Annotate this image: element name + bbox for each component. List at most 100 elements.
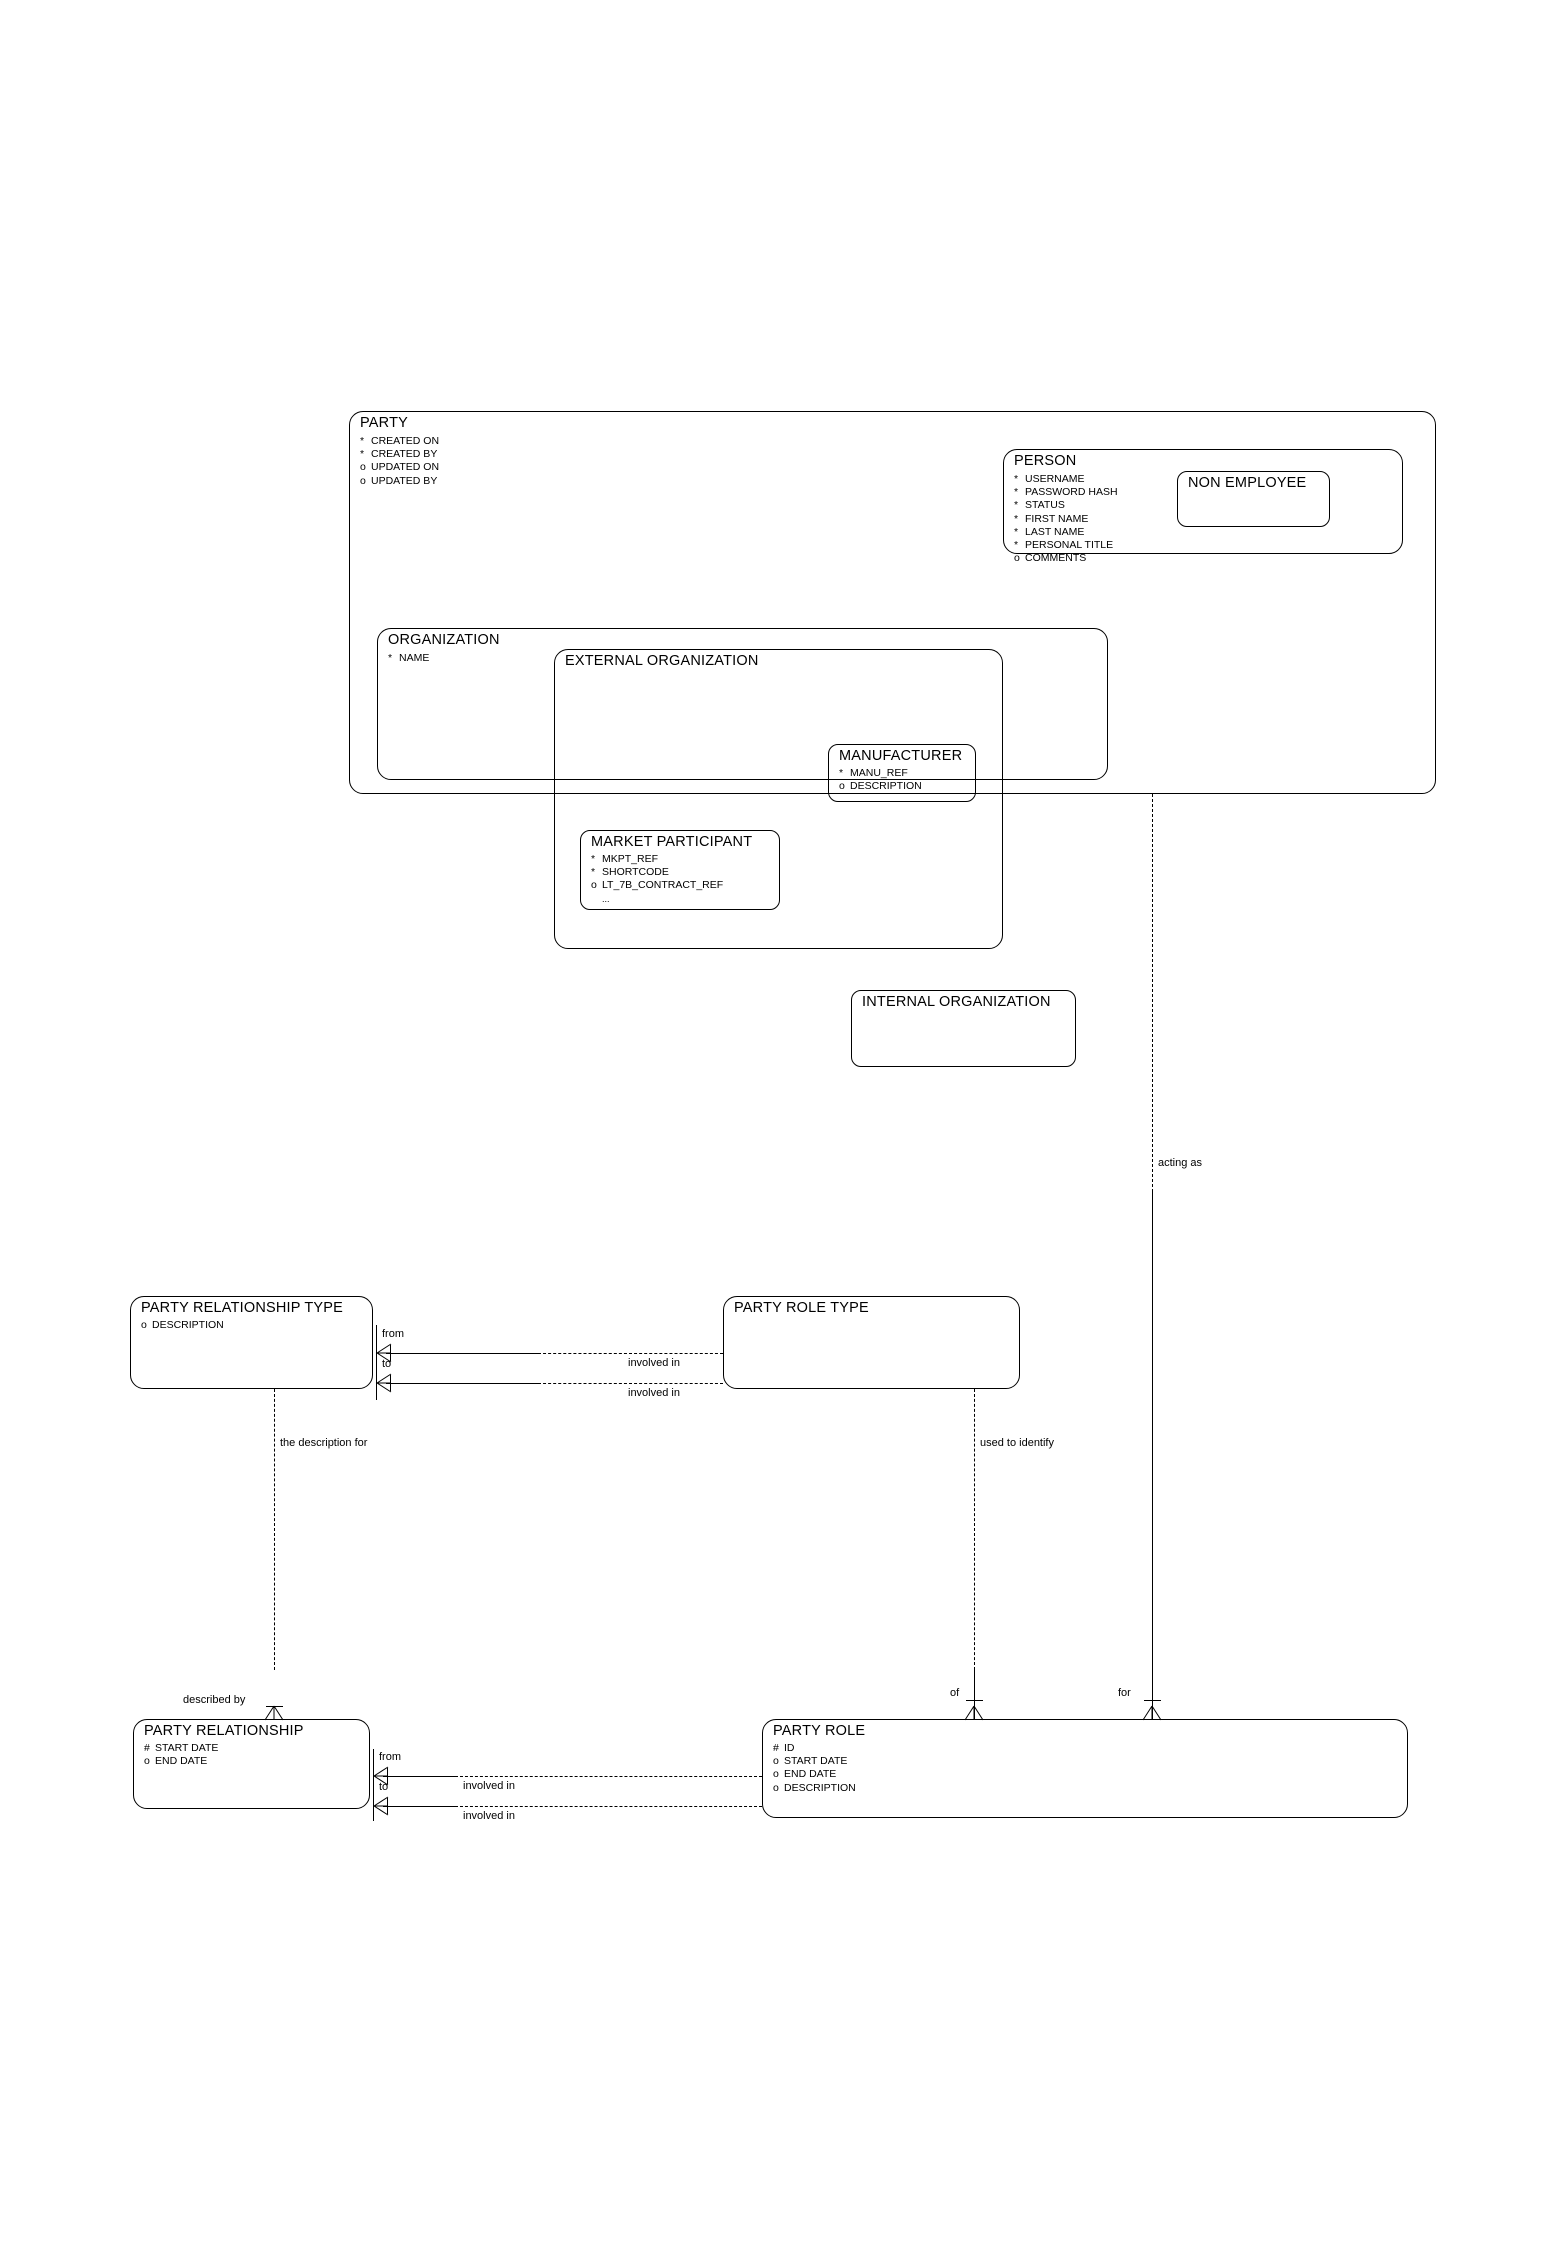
entity-market-participant[interactable]: MARKET PARTICIPANT *MKPT_REF * SHORTCODE …: [580, 830, 780, 910]
attribute-mark: *: [1014, 525, 1019, 538]
entity-person[interactable]: PERSON *USERNAME *PASSWORD HASH *STATUS …: [1003, 449, 1403, 564]
attribute-mark: *: [1014, 486, 1019, 499]
connector-party-acting-as-solid: [1152, 1192, 1153, 1719]
connector-prt-from-solid: [386, 1353, 538, 1354]
entity-external-organization-title: EXTERNAL ORGANIZATION: [565, 653, 759, 669]
connector-pr-to-solid: [383, 1806, 455, 1807]
attribute-mark: #: [144, 1742, 150, 1754]
attribute-mark: o: [1014, 552, 1020, 565]
entity-organization-attributes: * NAME: [388, 652, 429, 665]
entity-manufacturer-title: MANUFACTURER: [839, 748, 963, 764]
entity-market-participant-title: MARKET PARTICIPANT: [591, 834, 753, 850]
connector-label-acting-as: acting as: [1158, 1157, 1203, 1169]
connector-label-prt-from: from: [382, 1328, 404, 1340]
attribute-row: *STATUS: [1014, 499, 1118, 512]
connector-label-of: of: [950, 1687, 960, 1699]
entity-market-participant-attributes: *MKPT_REF * SHORTCODE o LT_7B_CONTRACT_REF…: [591, 853, 723, 906]
connector-pr-right-bar: [373, 1749, 374, 1821]
attribute-row: o START DATE: [773, 1755, 856, 1768]
connector-label-prt-to-involved-in: involved in: [628, 1387, 680, 1399]
connector-tick-pr-to: [387, 1798, 388, 1814]
entity-non-employee[interactable]: NON EMPLOYEE: [1177, 471, 1330, 527]
attribute-label: NAME: [399, 652, 430, 664]
connector-label-prt-to: to: [382, 1358, 392, 1370]
entity-external-organization[interactable]: EXTERNAL ORGANIZATION: [554, 649, 1003, 949]
attribute-label: SHORTCODE: [602, 866, 669, 879]
connector-party-acting-as-line: [1152, 794, 1153, 1192]
attribute-label: MANU_REF: [850, 767, 908, 779]
entity-organization[interactable]: ORGANIZATION * NAME: [377, 628, 1108, 780]
connector-prt-right-bar: [376, 1325, 377, 1400]
attribute-row: o COMMENTS: [1014, 552, 1118, 565]
attribute-row: * MANU_REF: [839, 767, 922, 780]
attribute-label: FIRST NAME: [1025, 512, 1089, 525]
attribute-row: # ID: [773, 1742, 856, 1755]
attribute-label: END DATE: [784, 1768, 837, 1781]
connector-label-used-to-identify: used to identify: [980, 1437, 1054, 1449]
connector-prole-type-identifies-solid: [974, 1670, 975, 1719]
attribute-row: *MKPT_REF: [591, 853, 723, 866]
attribute-mark: o: [773, 1781, 779, 1794]
entity-non-employee-title: NON EMPLOYEE: [1188, 475, 1307, 491]
connector-pr-from-dash: [455, 1776, 762, 1777]
attribute-row: ...: [591, 893, 723, 906]
entity-party-title: PARTY: [360, 415, 409, 431]
attribute-mark: *: [388, 652, 393, 664]
connector-tick-prt-from: [390, 1345, 391, 1361]
connector-tick-pr-from: [387, 1768, 388, 1784]
attribute-row: o DESCRIPTION: [141, 1319, 224, 1332]
entity-party-relationship-type-attributes: o DESCRIPTION: [141, 1319, 224, 1332]
attribute-mark: *: [839, 767, 844, 779]
attribute-mark: o: [839, 780, 845, 793]
entity-party-role-type[interactable]: PARTY ROLE TYPE: [723, 1296, 1020, 1389]
attribute-label: START DATE: [784, 1755, 848, 1768]
attribute-label: PASSWORD HASH: [1025, 486, 1118, 499]
entity-internal-organization[interactable]: INTERNAL ORGANIZATION: [851, 990, 1076, 1067]
entity-organization-title: ORGANIZATION: [388, 632, 500, 648]
attribute-row: * PASSWORD HASH: [1014, 486, 1118, 499]
entity-party-relationship-type-title: PARTY RELATIONSHIP TYPE: [141, 1300, 344, 1316]
connector-tick-prt-to: [390, 1375, 391, 1391]
connector-label-pr-to: to: [379, 1781, 389, 1793]
attribute-mark: o: [773, 1755, 779, 1768]
attribute-label: DESCRIPTION: [152, 1319, 224, 1331]
attribute-mark: o: [141, 1319, 147, 1331]
attribute-label: END DATE: [155, 1755, 208, 1768]
entity-person-title: PERSON: [1014, 453, 1077, 469]
attribute-mark: #: [773, 1742, 779, 1754]
entity-party-relationship-title: PARTY RELATIONSHIP: [144, 1723, 304, 1739]
attribute-row: * NAME: [388, 652, 429, 665]
entity-person-attributes: *USERNAME *PASSWORD HASH *STATUS *FIRST …: [1014, 473, 1118, 565]
attribute-row: #START DATE: [144, 1742, 218, 1755]
entity-party-relationship-type[interactable]: PARTY RELATIONSHIP TYPE o DESCRIPTION: [130, 1296, 373, 1389]
connector-prole-type-identifies-dash: [974, 1389, 975, 1670]
connector-pr-to-dash: [455, 1806, 762, 1807]
connector-prt-describes-dash: [274, 1389, 275, 1670]
connector-prt-from-dash: [538, 1353, 723, 1354]
attribute-row: *PERSONAL TITLE: [1014, 539, 1118, 552]
attribute-mark: *: [591, 853, 596, 865]
connector-label-pr-from-involved-in: involved in: [463, 1780, 515, 1792]
attribute-row: *USERNAME: [1014, 473, 1118, 486]
attribute-label: COMMENTS: [1025, 552, 1087, 565]
entity-party-role-title: PARTY ROLE: [773, 1723, 866, 1739]
connector-label-prt-from-involved-in: involved in: [628, 1357, 680, 1369]
attribute-mark: *: [1014, 539, 1019, 552]
attribute-label: ID: [784, 1742, 795, 1754]
entity-party-role-type-title: PARTY ROLE TYPE: [734, 1300, 869, 1316]
attribute-mark: o: [591, 879, 597, 892]
attribute-label: LT_7B_CONTRACT_REF: [602, 879, 724, 892]
attribute-row: *FIRST NAME: [1014, 513, 1118, 526]
attribute-row: *CREATED BY: [360, 448, 439, 461]
attribute-mark: *: [1014, 473, 1019, 485]
